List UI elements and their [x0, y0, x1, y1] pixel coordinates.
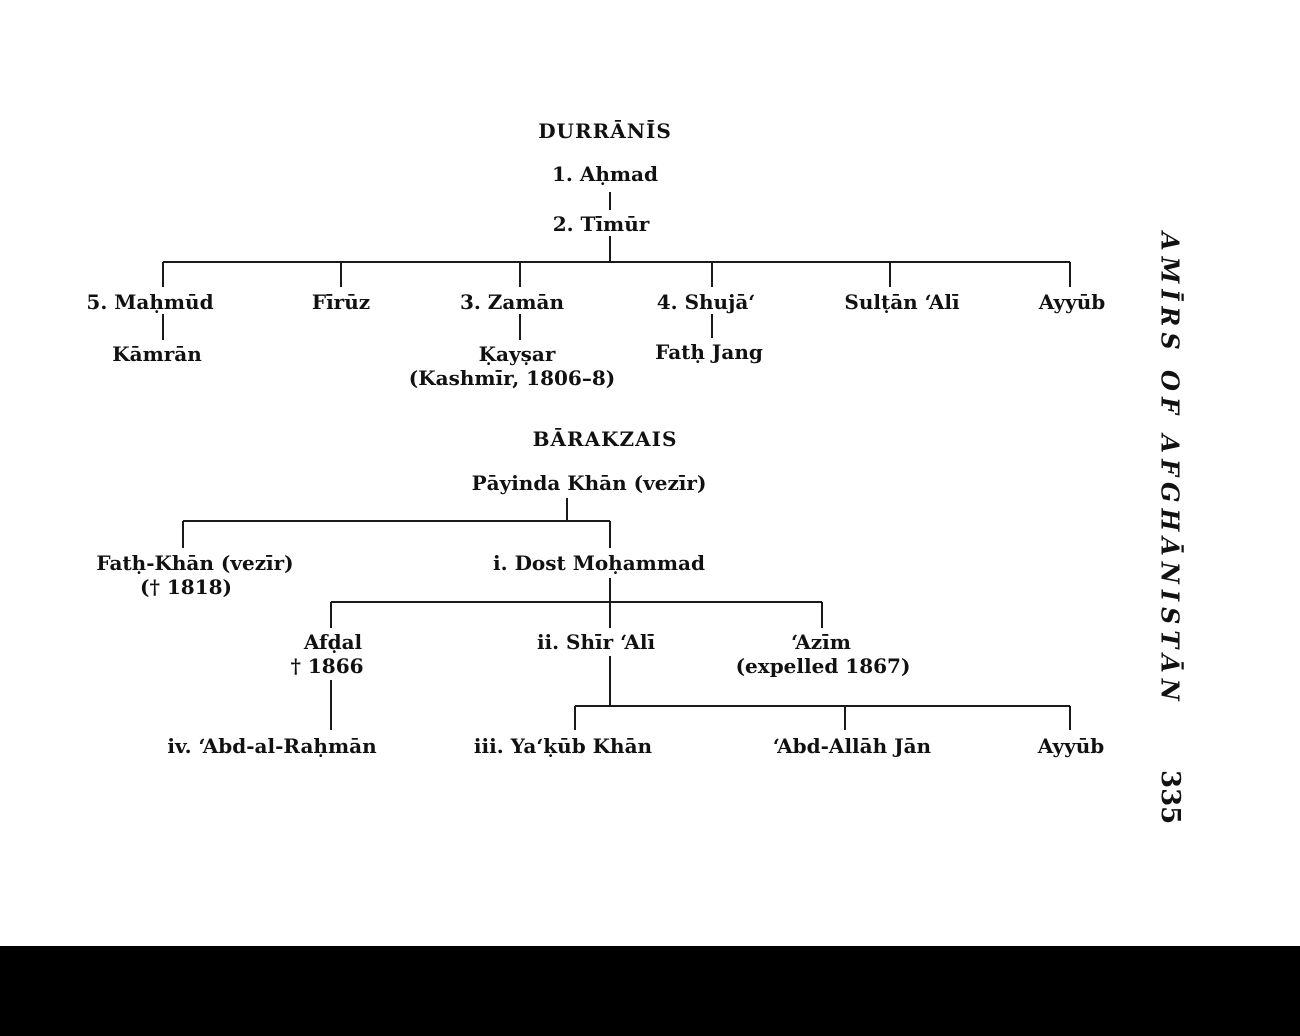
node-yakub-khan: iii. Ya‘ḳūb Khān	[473, 734, 653, 758]
barakzais-heading: BĀRAKZAIS	[532, 427, 678, 451]
node-fath-khan: Fatḥ-Khān (vezīr)	[96, 551, 294, 575]
node-afdal-note: † 1866	[290, 654, 364, 678]
node-firuz: Fīrūz	[311, 290, 371, 314]
node-shir-ali: ii. Shīr ‘Alī	[536, 630, 656, 654]
node-timur: 2. Tīmūr	[552, 212, 650, 236]
node-ayyub: Ayyūb	[1038, 290, 1106, 314]
node-fath-khan-note: († 1818)	[139, 575, 233, 599]
node-ahmad: 1. Aḥmad	[551, 162, 659, 186]
node-dost-mohammad: i. Dost Moḥammad	[493, 551, 705, 575]
node-zaman: 3. Zamān	[459, 290, 565, 314]
tree-connector-lines	[162, 192, 1071, 730]
node-payinda-khan: Pāyinda Khān (vezīr)	[471, 471, 707, 495]
node-kaysar: Ḳayṣar	[478, 342, 556, 366]
book-page: DURRĀNĪS 1. Aḥmad 2. Tīmūr 5. Maḥmūd Fīr…	[86, 119, 1185, 825]
page-number: 335	[1155, 770, 1185, 825]
node-kamran: Kāmrān	[112, 342, 202, 366]
node-abd-al-rahman: iv. ‘Abd-al-Raḥmān	[167, 734, 377, 758]
node-afdal: Afḍal	[303, 630, 363, 654]
node-azim: ‘Azīm	[791, 630, 851, 654]
node-shuja: 4. Shujā‘	[656, 290, 756, 314]
durranis-heading: DURRĀNĪS	[538, 119, 672, 143]
node-kaysar-note: (Kashmīr, 1806–8)	[408, 366, 616, 390]
node-mahmud: 5. Maḥmūd	[86, 290, 214, 314]
node-azim-note: (expelled 1867)	[735, 654, 911, 678]
node-abd-allah-jan: ‘Abd-Allāh Jān	[772, 734, 932, 758]
running-header-title: AMĪRS OF AFGHĀNISTĀN	[1155, 232, 1185, 707]
bottom-black-band	[0, 946, 1300, 1036]
node-fath-jang: Fatḥ Jang	[655, 340, 763, 364]
node-ayyub-barakzai: Ayyūb	[1037, 734, 1105, 758]
node-sultan-ali: Sulṭān ‘Alī	[844, 290, 960, 314]
